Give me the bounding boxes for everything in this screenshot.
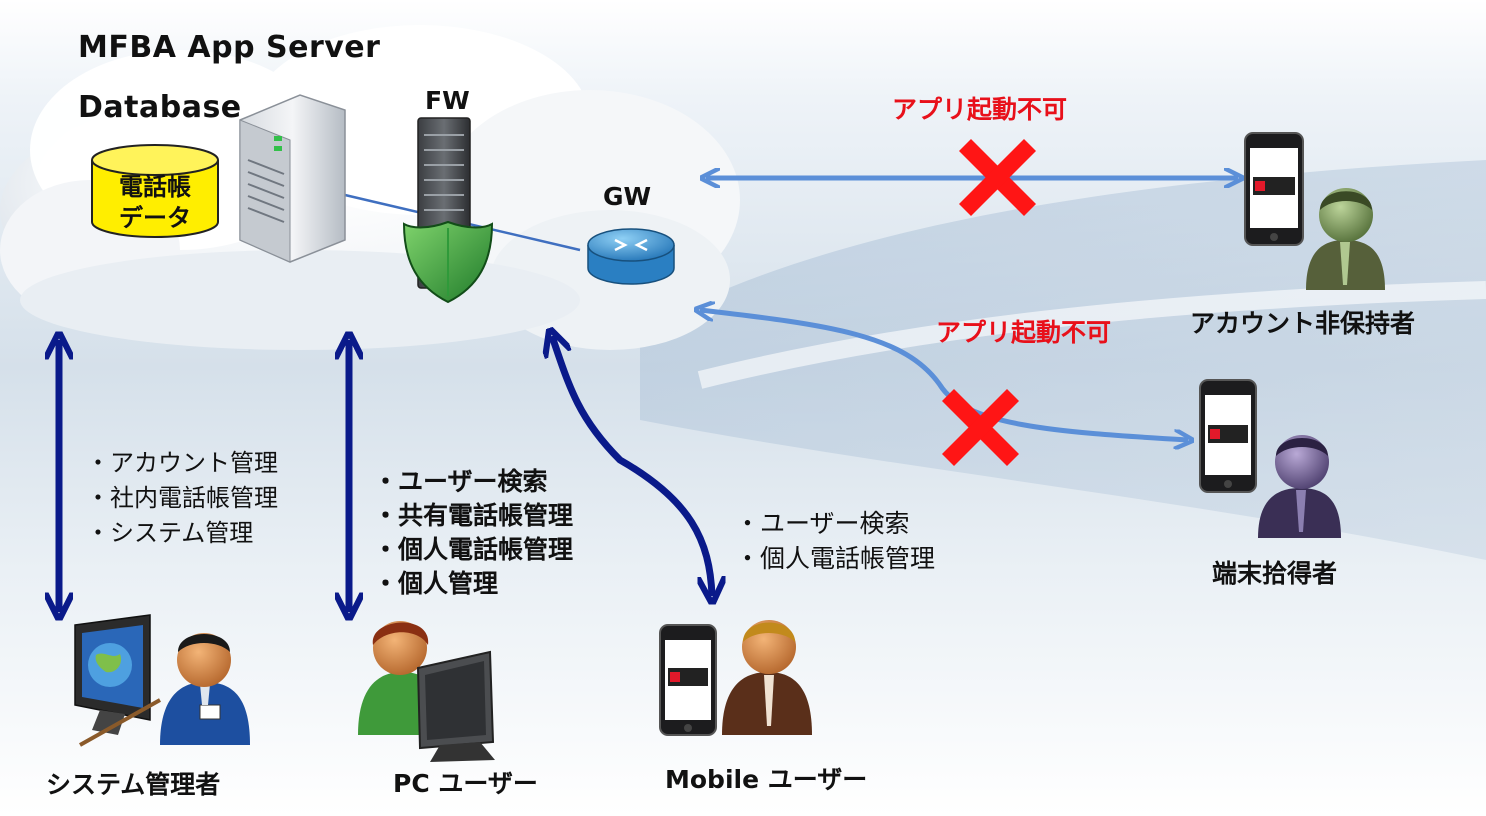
database-content-line: 電話帳: [119, 173, 191, 201]
mobile-functions-list: ・ユーザー検索 ・個人電話帳管理: [735, 506, 935, 576]
cross-icon: [958, 138, 1037, 217]
firewall-label: FW: [425, 86, 470, 115]
admin-label: システム管理者: [46, 770, 221, 799]
database-icon: [91, 144, 219, 238]
server-tower-icon: [239, 94, 346, 263]
list-item: ・個人管理: [373, 569, 499, 598]
list-item: ・システム管理: [86, 519, 254, 547]
blocked-access-arrow-2: [700, 310, 1188, 440]
app-server-title: MFBA App Server: [78, 30, 381, 65]
smartphone-icon: [659, 624, 717, 736]
database-label: Database: [78, 90, 242, 125]
list-item: ・共有電話帳管理: [373, 501, 574, 530]
database-content-line: データ: [119, 204, 191, 232]
blocked-message: アプリ起動不可: [936, 318, 1112, 347]
list-item: ・ユーザー検索: [373, 467, 548, 496]
router-icon: [587, 228, 675, 285]
blocked-message: アプリ起動不可: [892, 95, 1068, 124]
monitor-icon: [416, 650, 495, 762]
admin-functions-list: ・アカウント管理 ・社内電話帳管理 ・システム管理: [86, 446, 278, 551]
pc-user-label: PC ユーザー: [393, 769, 538, 798]
mobile-access-arrow: [552, 336, 712, 596]
account-less-user-label: アカウント非保持者: [1190, 309, 1416, 338]
monitor-icon: [74, 614, 161, 747]
list-item: ・個人電話帳管理: [735, 544, 936, 573]
cross-icon: [941, 388, 1020, 467]
mobile-user-label: Mobile ユーザー: [665, 765, 868, 794]
person-icon: [1258, 435, 1341, 538]
list-item: ・アカウント管理: [86, 449, 278, 477]
person-icon: [160, 633, 250, 745]
list-item: ・ユーザー検索: [735, 509, 910, 538]
list-item: ・社内電話帳管理: [86, 484, 278, 512]
pc-functions-list: ・ユーザー検索 ・共有電話帳管理 ・個人電話帳管理 ・個人管理: [373, 465, 573, 601]
list-item: ・個人電話帳管理: [373, 535, 574, 564]
person-icon: [722, 620, 812, 735]
firewall-icon: [402, 117, 494, 304]
smartphone-icon: [1199, 379, 1257, 493]
database-content: 電話帳 データ: [100, 172, 210, 234]
device-finder-label: 端末拾得者: [1212, 559, 1338, 588]
person-icon: [1306, 188, 1385, 290]
smartphone-icon: [1244, 132, 1304, 246]
gateway-label: GW: [603, 182, 652, 211]
